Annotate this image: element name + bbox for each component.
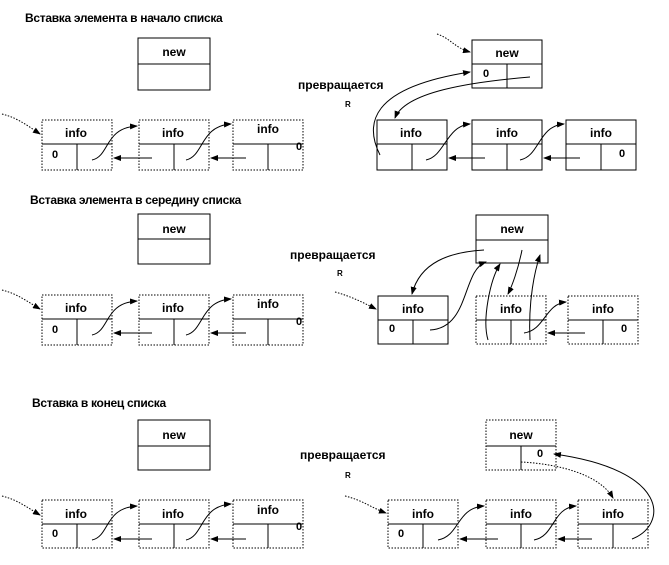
- node-label: new: [495, 46, 519, 60]
- new-node-inserted: new: [475, 214, 549, 264]
- null-pointer: 0: [52, 528, 58, 540]
- list-node: info 0: [232, 119, 304, 171]
- null-pointer: 0: [537, 448, 543, 460]
- arrow-mark: R: [345, 100, 351, 109]
- node-label: info: [402, 302, 424, 316]
- new-node-standalone: new: [137, 419, 211, 471]
- section-insert-begin: Вставка элемента в начало списка new inf…: [1, 11, 637, 171]
- list-node: info: [475, 295, 547, 345]
- node-label: info: [65, 507, 87, 521]
- node-label: info: [65, 301, 87, 315]
- node-label: info: [496, 126, 518, 140]
- list-node: info 0: [377, 295, 449, 345]
- null-pointer: 0: [398, 528, 404, 540]
- node-label: info: [500, 302, 522, 316]
- node-label: info: [162, 301, 184, 315]
- list-node: info: [138, 119, 210, 171]
- new-node-inserted: new 0: [485, 419, 557, 471]
- node-label: info: [257, 503, 279, 517]
- list-before: info 0 info info 0: [1, 113, 304, 171]
- node-label: info: [412, 507, 434, 521]
- section-title: Вставка элемента в начало списка: [25, 11, 223, 25]
- list-before: info 0 info info 0: [1, 289, 304, 346]
- list-node: info: [138, 294, 210, 346]
- null-pointer: 0: [621, 323, 627, 335]
- node-label: info: [592, 302, 614, 316]
- list-after: new 0 info info info 0: [372, 33, 637, 171]
- list-before: info 0 info info 0: [1, 495, 304, 549]
- node-label: info: [162, 507, 184, 521]
- null-pointer: 0: [483, 68, 489, 80]
- section-insert-end: Вставка в конец списка new info 0 info: [1, 396, 655, 549]
- null-pointer: 0: [389, 323, 395, 335]
- section-title: Вставка в конец списка: [32, 396, 166, 410]
- list-node: info 0: [41, 119, 113, 171]
- list-node: info 0: [41, 499, 113, 549]
- transform-label: превращается: [298, 78, 384, 92]
- list-after: new info 0 info info 0: [334, 214, 639, 345]
- null-pointer: 0: [52, 324, 58, 336]
- list-node: info 0: [565, 119, 637, 171]
- list-node: info: [376, 119, 448, 171]
- list-node: info 0: [232, 294, 304, 346]
- new-node-standalone: new: [137, 213, 211, 265]
- transform-label: превращается: [300, 448, 386, 462]
- node-label: info: [162, 126, 184, 140]
- list-node: info 0: [387, 499, 459, 549]
- node-label: new: [509, 428, 533, 442]
- list-node: info 0: [41, 294, 113, 346]
- list-node: info: [471, 119, 543, 171]
- arrow-mark: R: [337, 269, 343, 278]
- new-node-standalone: new: [137, 37, 211, 91]
- list-after: new 0 info 0 info info: [344, 419, 655, 549]
- node-label: new: [162, 45, 186, 59]
- node-label: new: [500, 222, 524, 236]
- node-label: new: [162, 428, 186, 442]
- new-node-inserted: new 0: [471, 39, 543, 89]
- null-pointer: 0: [296, 521, 302, 533]
- section-insert-middle: Вставка элемента в середину списка new i…: [1, 193, 639, 346]
- node-label: info: [590, 126, 612, 140]
- node-label: info: [65, 126, 87, 140]
- list-node: info 0: [232, 499, 304, 549]
- null-pointer: 0: [296, 316, 302, 328]
- node-label: info: [257, 122, 279, 136]
- null-pointer: 0: [619, 148, 625, 160]
- node-label: info: [257, 297, 279, 311]
- section-title: Вставка элемента в середину списка: [30, 193, 242, 207]
- node-label: new: [162, 222, 186, 236]
- node-label: info: [510, 507, 532, 521]
- list-node: info: [138, 499, 210, 549]
- node-label: info: [400, 126, 422, 140]
- list-node: info: [485, 499, 557, 549]
- list-node: info: [577, 499, 649, 549]
- arrow-mark: R: [345, 471, 351, 480]
- list-node: info 0: [567, 295, 639, 345]
- node-label: info: [602, 507, 624, 521]
- null-pointer: 0: [296, 141, 302, 153]
- null-pointer: 0: [52, 149, 58, 161]
- transform-label: превращается: [290, 248, 376, 262]
